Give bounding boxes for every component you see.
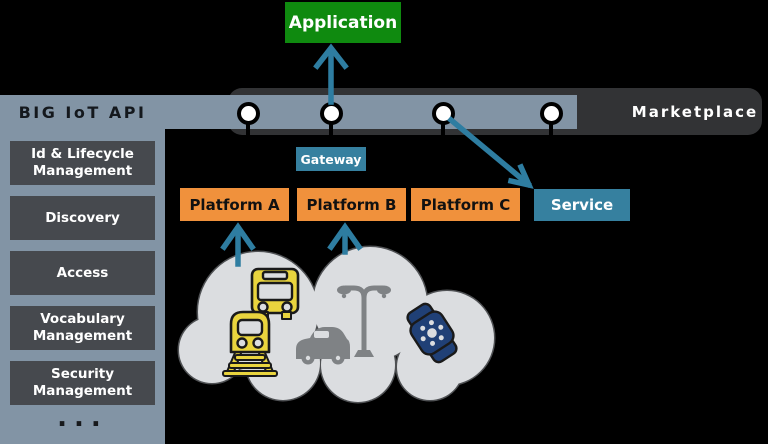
street-lamp-icon xyxy=(337,285,391,357)
marketplace-label: Marketplace xyxy=(631,102,759,121)
platform-c-box: Platform C xyxy=(411,188,520,221)
platform-a-box: Platform A xyxy=(180,188,289,221)
service-box: Service xyxy=(534,189,630,221)
bus-icon xyxy=(250,267,300,320)
train-icon xyxy=(222,310,278,377)
cloud-shape xyxy=(177,245,496,404)
api-item-vocabulary: Vocabulary Management xyxy=(10,306,155,350)
platform-b-box: Platform B xyxy=(297,188,406,221)
api-item-discovery: Discovery xyxy=(10,196,155,240)
connector-point-3 xyxy=(432,102,455,125)
api-item-id-lifecycle: Id & Lifecycle Management xyxy=(10,141,155,185)
connector-stem-1 xyxy=(246,112,250,139)
connector-stem-4 xyxy=(549,112,553,139)
arrow-cloud-to-platform-a xyxy=(220,222,256,267)
smartwatch-icon xyxy=(406,302,458,364)
connector-point-1 xyxy=(237,102,260,125)
connector-point-4 xyxy=(540,102,563,125)
connector-point-2 xyxy=(320,102,343,125)
api-item-access: Access xyxy=(10,251,155,295)
connector-stem-3 xyxy=(441,112,445,139)
arrow-cloud-to-platform-b xyxy=(327,222,363,255)
api-title: BIG IoT API xyxy=(18,102,147,122)
connector-stem-2 xyxy=(329,112,333,139)
application-box: Application xyxy=(285,2,401,43)
car-icon xyxy=(296,327,350,365)
api-item-security: Security Management xyxy=(10,361,155,405)
api-more-ellipsis: ... xyxy=(57,403,108,433)
gateway-box: Gateway xyxy=(296,147,366,171)
